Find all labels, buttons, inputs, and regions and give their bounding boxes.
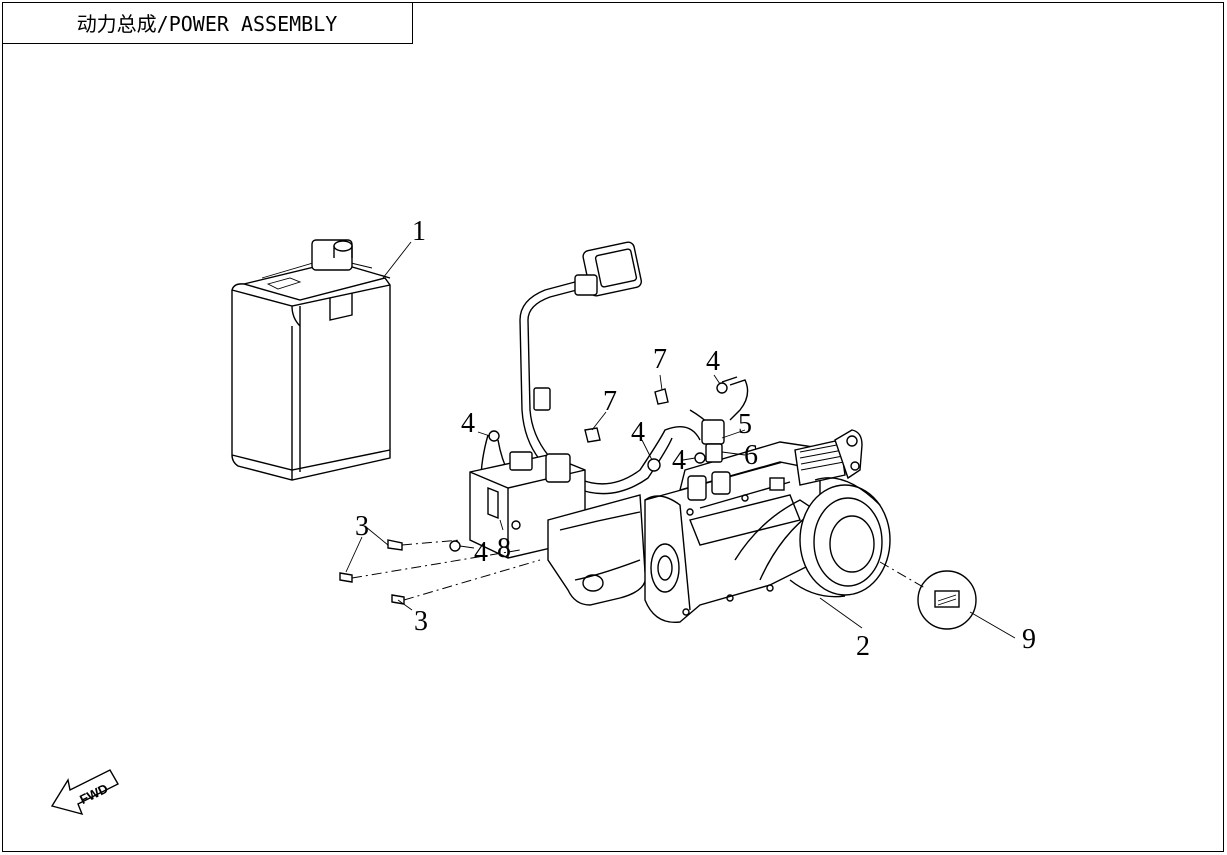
callout-1: 1 — [412, 216, 426, 247]
decal-part-9[interactable] — [917, 570, 977, 630]
callout-labels: 1 2 3 3 4 4 4 4 4 5 6 7 7 8 9 — [355, 216, 1036, 662]
callout-2: 2 — [856, 631, 870, 662]
callout-5: 5 — [738, 409, 752, 440]
clips-part-7[interactable] — [584, 388, 669, 443]
callout-3b: 3 — [414, 606, 428, 637]
callout-4c: 4 — [631, 417, 645, 448]
alignment-lines — [351, 539, 926, 601]
callout-7a: 7 — [653, 344, 667, 375]
battery-part-1[interactable] — [231, 239, 391, 481]
callout-8: 8 — [497, 533, 511, 564]
callout-7b: 7 — [603, 386, 617, 417]
callout-6: 6 — [744, 440, 758, 471]
fwd-arrow-icon: FWD — [50, 769, 119, 816]
page-title: 动力总成/POWER ASSEMBLY — [2, 2, 413, 44]
callout-3a: 3 — [355, 511, 369, 542]
callout-9: 9 — [1022, 624, 1036, 655]
leader-lines — [345, 241, 1016, 639]
callout-4b: 4 — [474, 537, 488, 568]
callout-4d: 4 — [672, 445, 686, 476]
engine-part-2[interactable] — [547, 429, 891, 624]
callout-4a: 4 — [461, 408, 475, 439]
callout-4e: 4 — [706, 346, 720, 377]
bolts-part-3[interactable] — [339, 539, 405, 605]
connector-part-5-6[interactable] — [701, 419, 725, 463]
